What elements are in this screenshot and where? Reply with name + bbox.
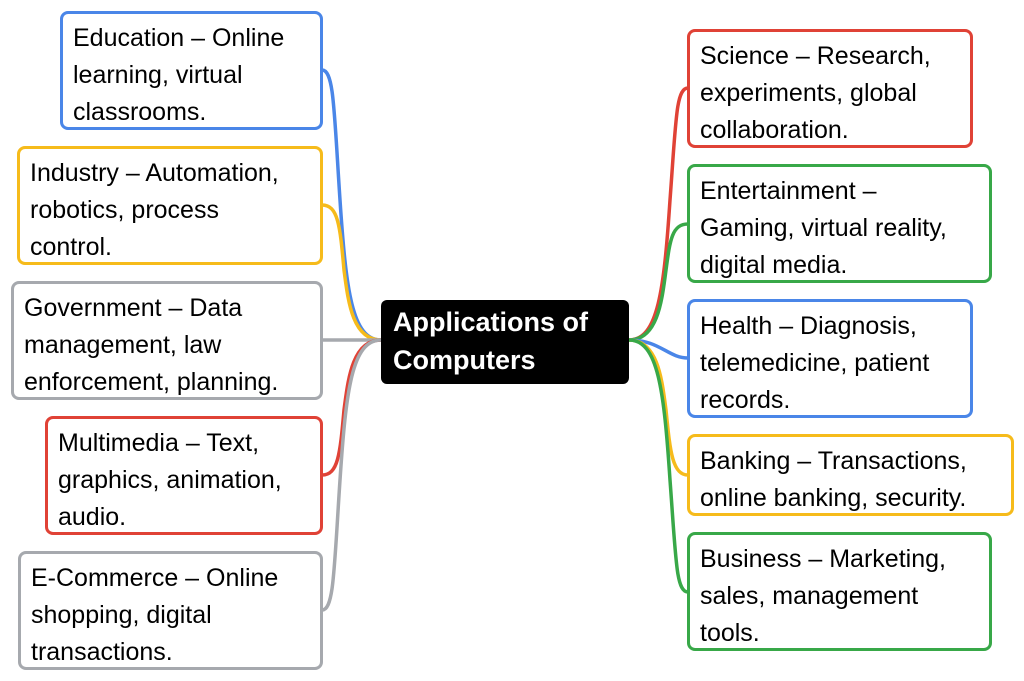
node-industry: Industry – Automation, robotics, process… (17, 146, 323, 265)
connector-ecommerce (321, 338, 382, 612)
node-science: Science – Research, experiments, global … (687, 29, 973, 148)
node-education: Education – Online learning, virtual cla… (60, 11, 323, 130)
connector-education (321, 68, 382, 342)
node-government: Government – Data management, law enforc… (11, 281, 323, 400)
connector-multimedia (321, 338, 382, 477)
node-ecommerce: E-Commerce – Online shopping, digital tr… (18, 551, 323, 670)
central-topic: Applications of Computers (381, 300, 629, 384)
connector-banking (628, 338, 689, 477)
node-business: Business – Marketing, sales, management … (687, 532, 992, 651)
connector-science (628, 86, 689, 342)
connector-business (628, 338, 689, 594)
node-multimedia: Multimedia – Text, graphics, animation, … (45, 416, 323, 535)
node-banking: Banking – Transactions, online banking, … (687, 434, 1014, 516)
connector-industry (321, 203, 382, 342)
node-entertainment: Entertainment – Gaming, virtual reality,… (687, 164, 992, 283)
node-health: Health – Diagnosis, telemedicine, patien… (687, 299, 973, 418)
connector-entertainment (628, 222, 689, 342)
